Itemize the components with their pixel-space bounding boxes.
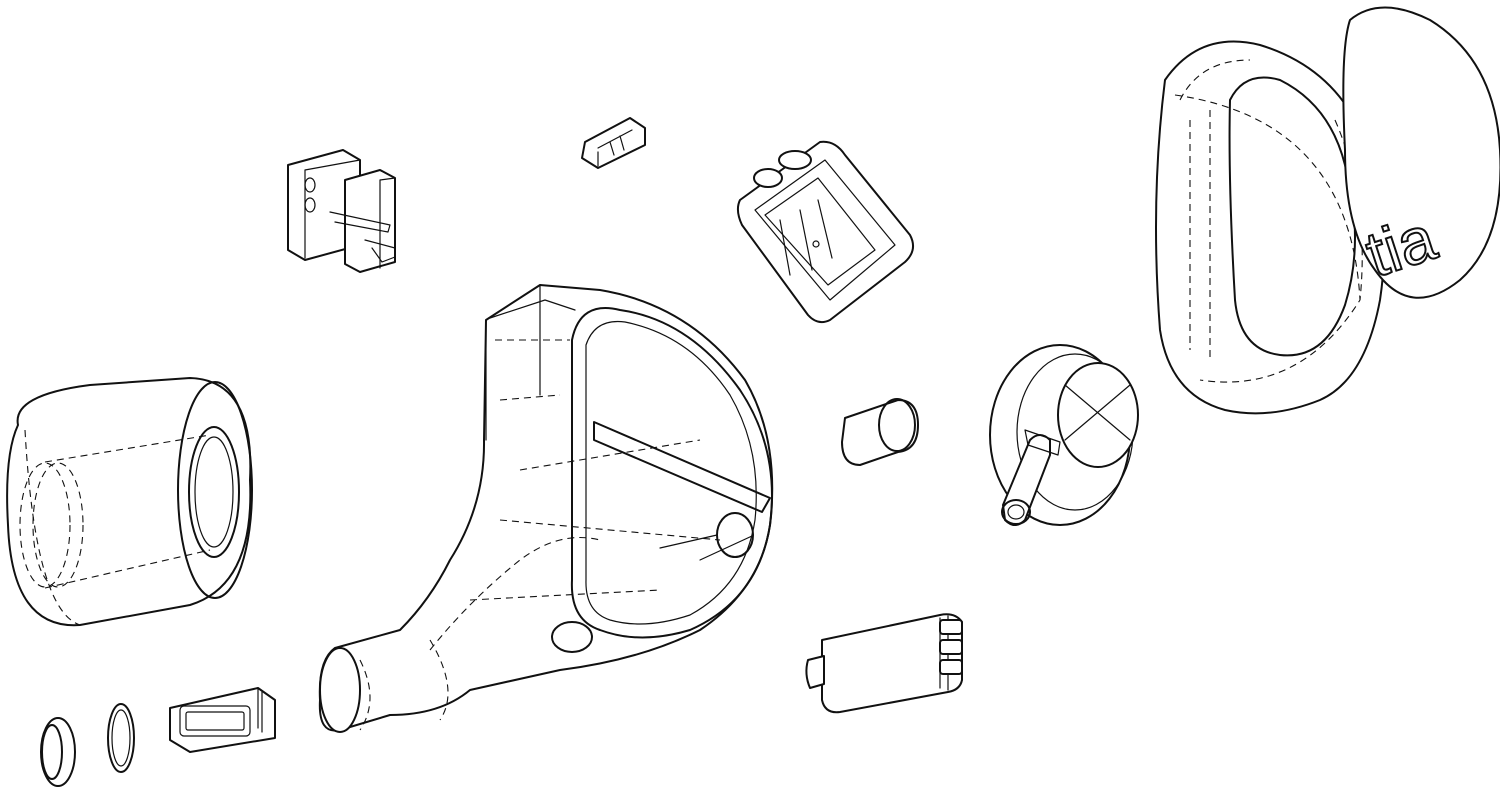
earphone-shell (318, 284, 774, 733)
balanced-armature-driver (736, 140, 915, 324)
dynamic-driver (989, 344, 1139, 526)
mesh-filter (107, 703, 135, 773)
ear-tip-foam (6, 377, 253, 627)
crossover-board (287, 149, 396, 273)
bottom-armature-driver (805, 613, 963, 714)
faceplate-frame (1155, 40, 1386, 415)
small-component (581, 117, 646, 169)
small-driver-unit (169, 687, 276, 753)
faceplate-cover: tia (1342, 6, 1500, 299)
damper-cylinder (841, 398, 919, 466)
nozzle-ring (40, 717, 76, 787)
